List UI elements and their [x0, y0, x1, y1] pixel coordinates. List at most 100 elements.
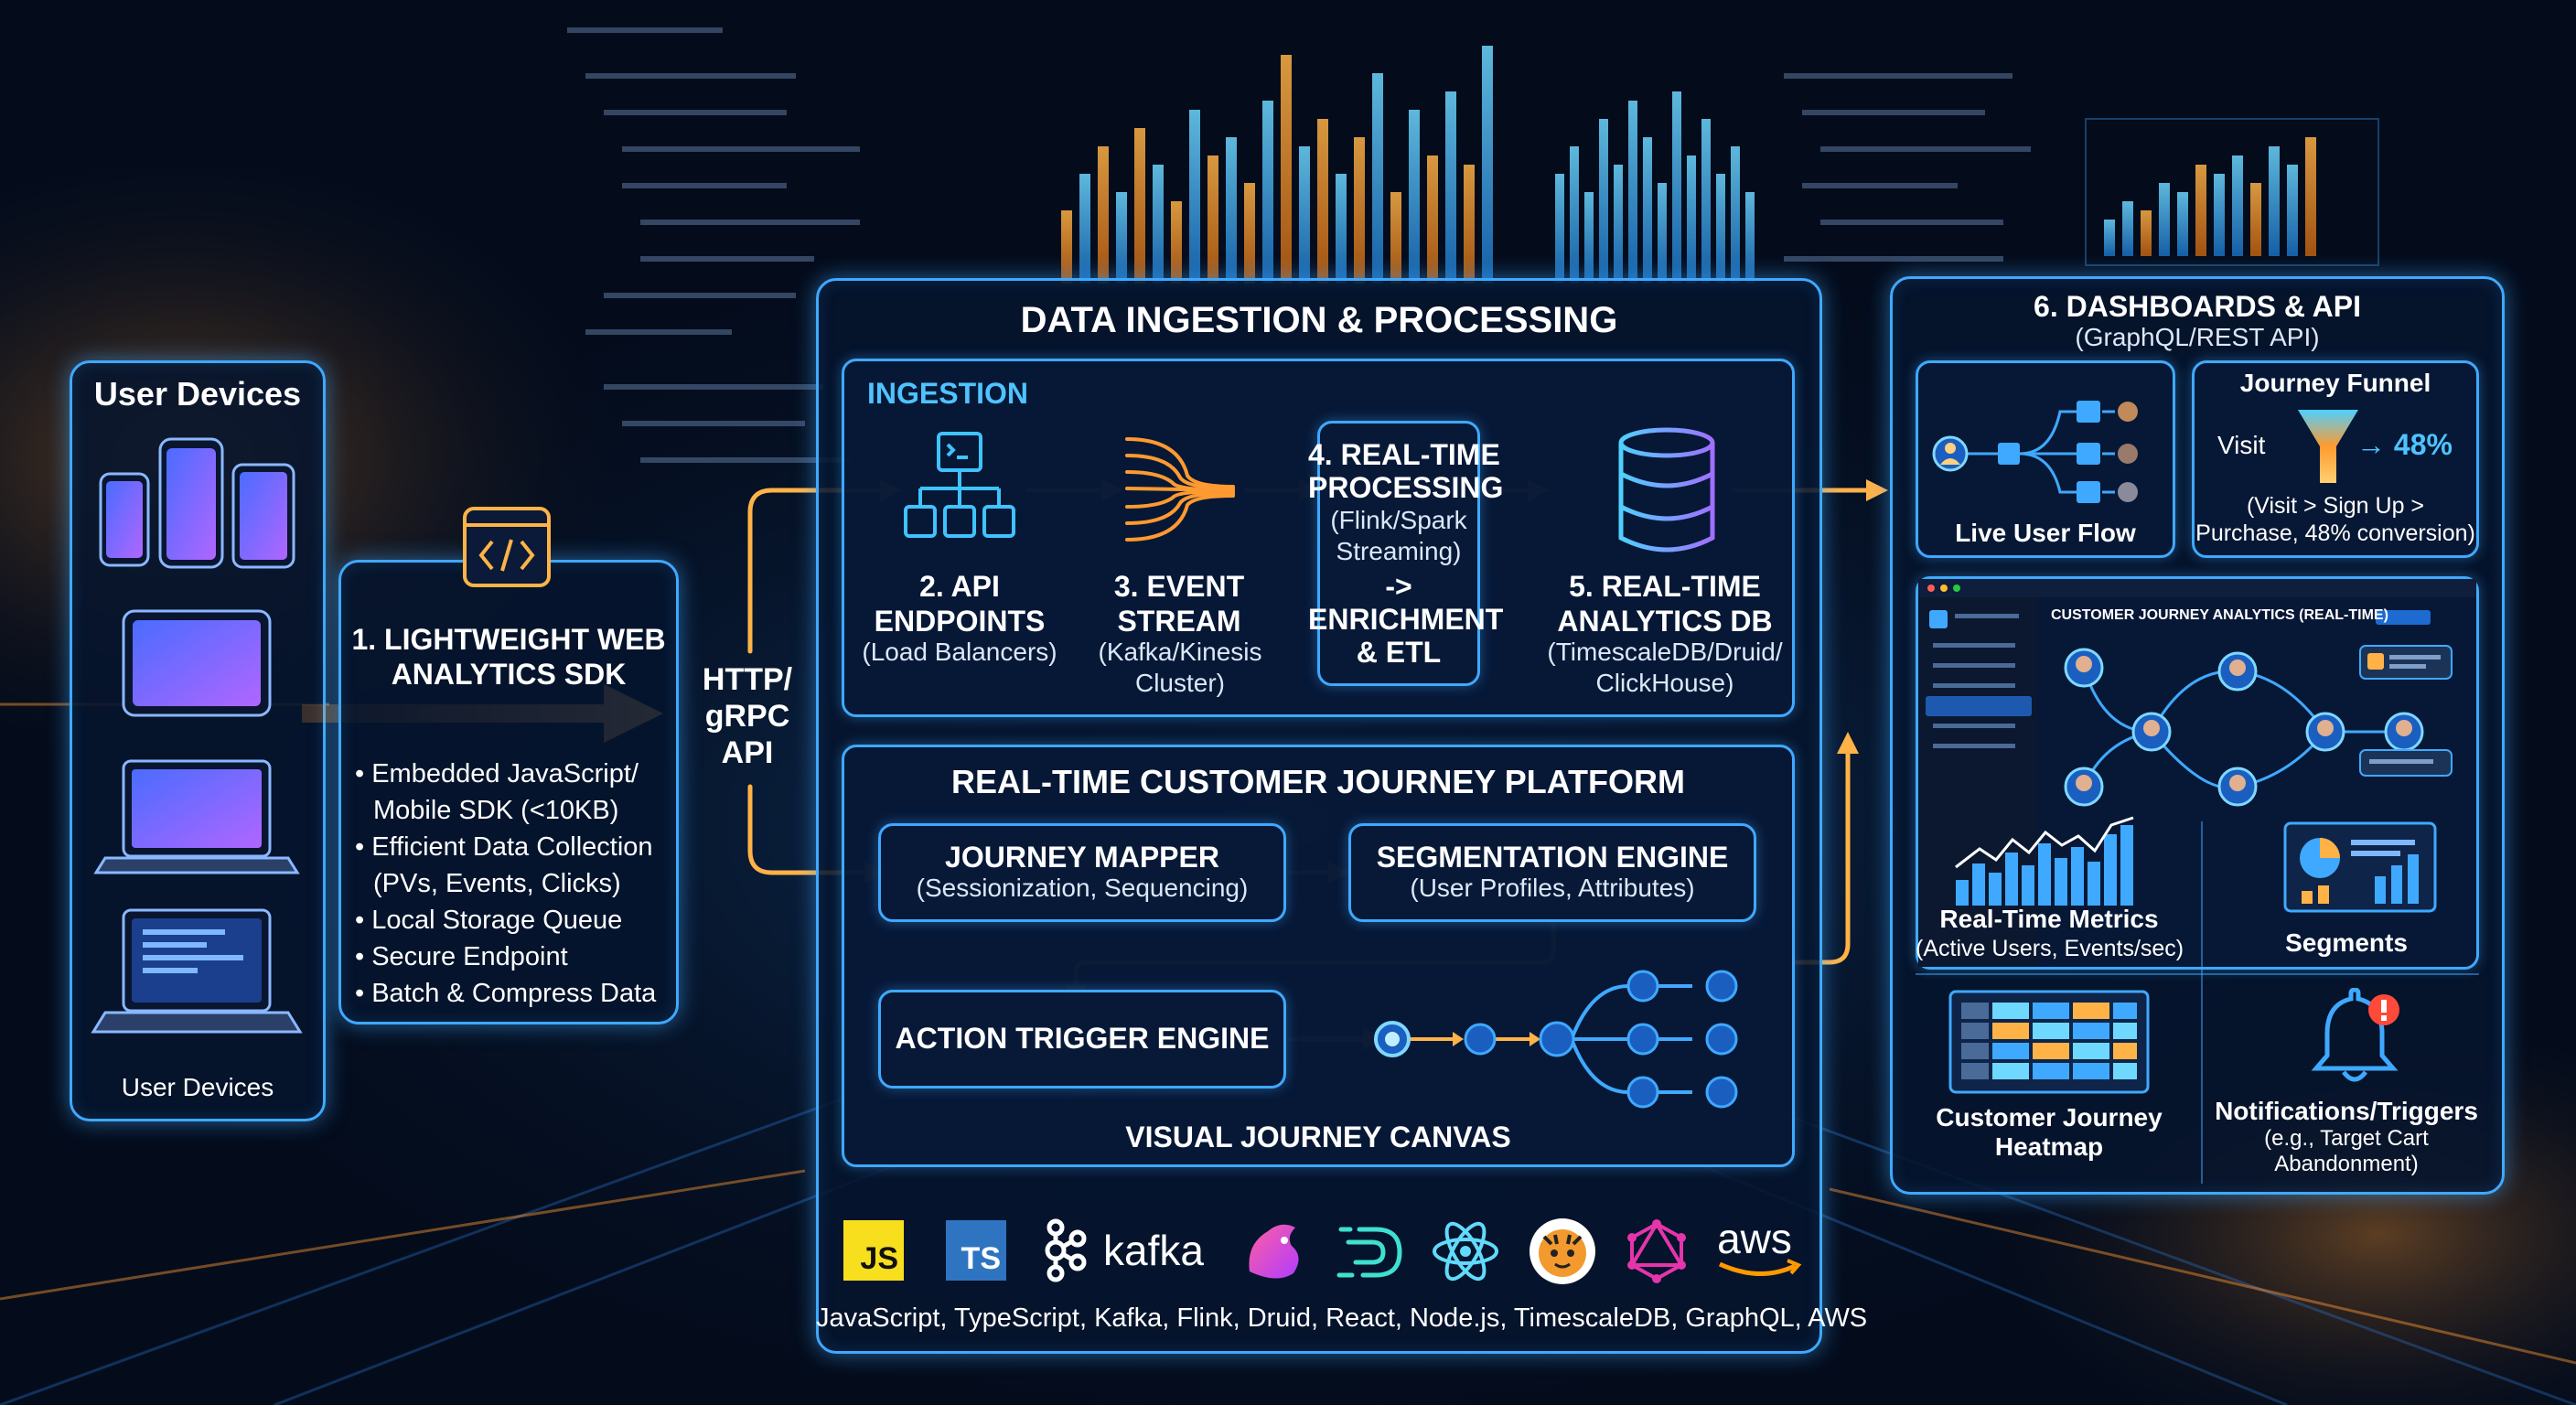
- sdk-feature: • Local Storage Queue: [355, 906, 623, 935]
- user-flow-diagram: [1932, 401, 2138, 503]
- notifications-title: Notifications/Triggers: [2215, 1097, 2478, 1125]
- transport-label-line1: HTTP/: [702, 662, 793, 697]
- stream-title-line2: STREAM: [1117, 605, 1241, 638]
- visual-journey-canvas-label: VISUAL JOURNEY CANVAS: [1125, 1121, 1511, 1153]
- segmentation-engine-box: [1348, 823, 1756, 922]
- transport-label-line3: API: [721, 735, 774, 770]
- rtp-desc-line1: (Flink/Spark: [1330, 506, 1467, 534]
- notifications-desc-line2: Abandonment): [2274, 1152, 2419, 1176]
- event-stream-icon: [1125, 437, 1235, 542]
- aws-logo: aws: [1717, 1215, 1792, 1262]
- segmentation-engine-desc: (User Profiles, Attributes): [1410, 874, 1695, 902]
- bell-icon: [2311, 988, 2399, 1082]
- flink-icon: [1249, 1224, 1299, 1279]
- analytics-journey-graph: [2064, 645, 2453, 807]
- sdk-feature: • Efficient Data Collection: [355, 832, 653, 862]
- action-trigger-title: ACTION TRIGGER ENGINE: [895, 1022, 1270, 1055]
- kafka-logo-text: kafka: [1103, 1227, 1204, 1274]
- rtp-title-line2: PROCESSING: [1308, 471, 1504, 504]
- phone-icon: [231, 463, 295, 569]
- user-devices-caption: User Devices: [121, 1073, 274, 1101]
- api-title-line1: 2. API: [919, 570, 1000, 603]
- stream-desc-line1: (Kafka/Kinesis: [1098, 638, 1262, 666]
- journey-mapper-desc: (Sessionization, Sequencing): [916, 874, 1249, 902]
- sdk-feature: (PVs, Events, Clicks): [373, 869, 621, 898]
- action-trigger-box: [878, 990, 1286, 1089]
- funnel-note-line2: Purchase, 48% conversion): [2195, 520, 2475, 546]
- tech-stack-caption: JavaScript, TypeScript, Kafka, Flink, Dr…: [816, 1303, 1868, 1333]
- canvas-node: [1705, 1076, 1738, 1109]
- rtp-title-line4: & ETL: [1356, 636, 1442, 669]
- sdk-title-line2: ANALYTICS SDK: [391, 658, 627, 691]
- typescript-logo: TS: [946, 1220, 1006, 1281]
- live-user-flow-label: Live User Flow: [1955, 519, 2136, 547]
- funnel-visit-label: Visit: [2217, 431, 2266, 459]
- analytics-window-title: CUSTOMER JOURNEY ANALYTICS (REAL-TIME): [2051, 607, 2388, 623]
- segmentation-engine-title: SEGMENTATION ENGINE: [1376, 841, 1729, 874]
- db-desc-line2: ClickHouse): [1595, 669, 1734, 697]
- sdk-feature: • Secure Endpoint: [355, 942, 568, 971]
- canvas-node: [1705, 970, 1738, 1003]
- dashboard-divider: [2201, 821, 2203, 1184]
- canvas-node: [1705, 1023, 1738, 1056]
- journey-platform-title: REAL-TIME CUSTOMER JOURNEY PLATFORM: [950, 763, 1686, 800]
- rtp-arrow-text: ->: [1385, 570, 1412, 603]
- dashboards-subtitle: (GraphQL/REST API): [2075, 323, 2320, 351]
- laptop-icon: [93, 759, 300, 874]
- database-icon: [1618, 427, 1715, 552]
- api-endpoint-icon: [904, 432, 1015, 538]
- db-title-line1: 5. REAL-TIME: [1569, 570, 1761, 603]
- notifications-desc-line1: (e.g., Target Cart: [2264, 1126, 2429, 1151]
- canvas-node: [1626, 1023, 1659, 1056]
- funnel-icon: [2298, 410, 2358, 483]
- graphql-icon: [1627, 1219, 1686, 1283]
- dashboards-title: 6. DASHBOARDS & API: [2034, 290, 2361, 323]
- heatmap-icon: [1948, 990, 2150, 1094]
- heatmap-title-line2: Heatmap: [1994, 1132, 2104, 1161]
- react-icon: [1433, 1221, 1498, 1282]
- sdk-feature: • Embedded JavaScript/: [355, 759, 639, 788]
- rtp-title-line3: ENRICHMENT: [1308, 603, 1504, 636]
- ingestion-label: INGESTION: [867, 377, 1029, 410]
- journey-funnel-title: Journey Funnel: [2239, 369, 2431, 397]
- canvas-node: [1626, 970, 1659, 1003]
- realtime-processing-box: [1317, 421, 1480, 686]
- stream-title-line1: 3. EVENT: [1113, 570, 1245, 603]
- journey-mapper-title: JOURNEY MAPPER: [945, 841, 1219, 874]
- realtime-metrics-desc: (Active Users, Events/sec): [1916, 936, 2184, 961]
- code-icon: [463, 507, 551, 587]
- aws-smile-icon: [1718, 1259, 1802, 1276]
- javascript-logo: JS: [843, 1220, 904, 1281]
- canvas-node: [1385, 1032, 1400, 1046]
- phone-icon: [158, 437, 224, 569]
- data-ingestion-title: DATA INGESTION & PROCESSING: [1020, 300, 1618, 340]
- kafka-icon: [1045, 1218, 1087, 1282]
- sdk-title-line1: 1. LIGHTWEIGHT WEB: [351, 623, 666, 656]
- funnel-conversion: → 48%: [2356, 428, 2453, 461]
- rtp-desc-line2: Streaming): [1336, 537, 1462, 565]
- user-devices-title: User Devices: [93, 375, 302, 413]
- dashboard-divider: [1916, 973, 2479, 975]
- rtp-title-line1: 4. REAL-TIME: [1308, 438, 1500, 471]
- realtime-metrics-chart: [1955, 816, 2134, 906]
- journey-mapper-box: [878, 823, 1286, 922]
- canvas-node: [1539, 1021, 1575, 1057]
- canvas-node: [1464, 1023, 1497, 1056]
- canvas-node: [1626, 1076, 1659, 1109]
- realtime-metrics-title: Real-Time Metrics: [1939, 905, 2159, 933]
- user-devices-icons: [91, 437, 303, 1034]
- db-title-line2: ANALYTICS DB: [1557, 605, 1773, 638]
- tablet-icon: [122, 609, 272, 717]
- sdk-panel: [338, 560, 679, 1024]
- api-desc: (Load Balancers): [862, 638, 1057, 666]
- laptop-icon: [91, 908, 303, 1034]
- segments-title: Segments: [2285, 928, 2408, 957]
- sdk-feature: • Batch & Compress Data: [355, 979, 657, 1008]
- sdk-feature-list: • Embedded JavaScript/ Mobile SDK (<10KB…: [355, 756, 656, 1012]
- journey-canvas-graph: [1374, 970, 1738, 1109]
- phone-icon: [99, 472, 150, 567]
- druid-icon: [1336, 1227, 1402, 1278]
- heatmap-title-line1: Customer Journey: [1936, 1103, 2163, 1132]
- timescaledb-icon: [1530, 1218, 1595, 1284]
- segments-icon: [2283, 821, 2437, 913]
